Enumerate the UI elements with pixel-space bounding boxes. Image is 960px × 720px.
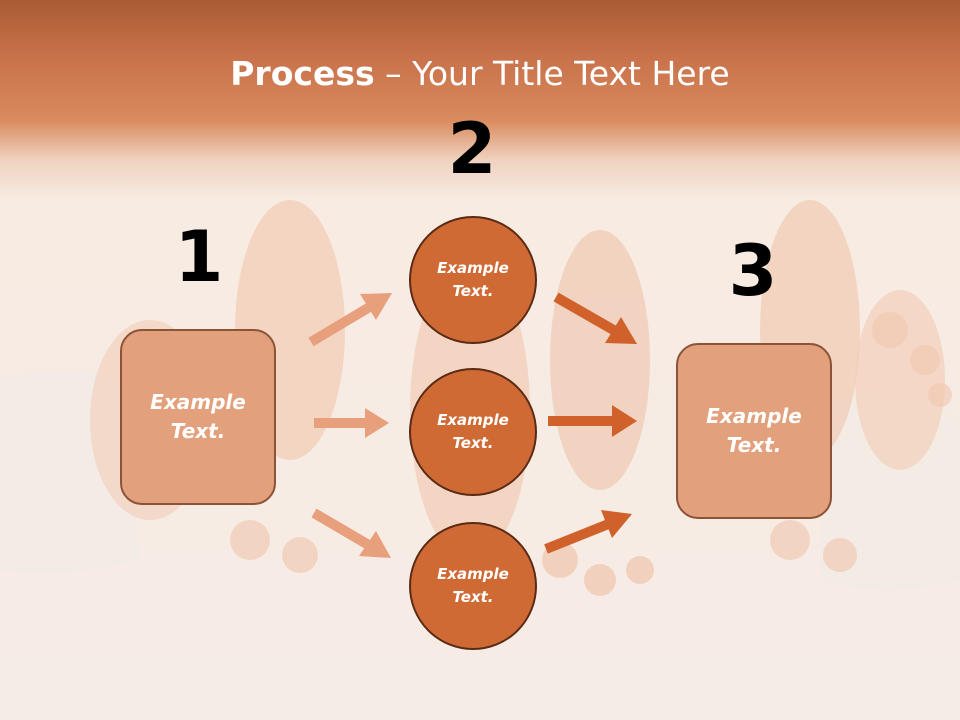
step-3-text-line1: Example (706, 404, 802, 428)
step-number-2: 2 (447, 108, 497, 190)
circle-middle-line2: Text. (452, 434, 494, 452)
step-1-text-line2: Text. (170, 419, 226, 443)
arrow-1-to-bottom-icon (311, 508, 391, 558)
circle-bottom-line2: Text. (452, 588, 494, 606)
step-number-3: 3 (728, 230, 778, 312)
arrow-1-to-top-icon (308, 293, 392, 347)
step-1-text-line1: Example (150, 390, 246, 414)
circle-middle-line1: Example (437, 411, 509, 429)
circle-top-line1: Example (437, 259, 509, 277)
arrow-bottom-to-3-icon (544, 510, 632, 554)
arrow-1-to-middle-icon (314, 408, 389, 438)
step-number-1: 1 (174, 216, 224, 298)
step-3-text-line2: Text. (726, 433, 782, 457)
circle-bottom-line1: Example (437, 565, 509, 583)
circle-top-line2: Text. (452, 282, 494, 300)
slide-title: Process – Your Title Text Here (0, 54, 960, 94)
arrow-top-to-3-icon (553, 292, 637, 344)
arrow-middle-to-3-icon (548, 405, 637, 437)
title-rest: – Your Title Text Here (374, 54, 730, 93)
title-bold: Process (230, 54, 375, 93)
